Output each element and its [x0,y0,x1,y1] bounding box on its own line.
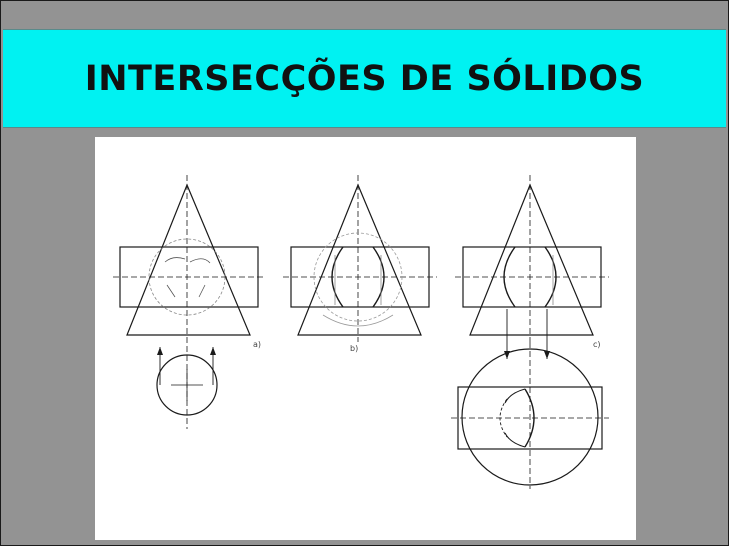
figure-b-right-intersection-curve [372,246,385,308]
figure-c-label: c) [593,340,601,349]
slide-title: INTERSECÇÕES DE SÓLIDOS [84,58,645,99]
figure-c-right-intersection-curve [544,246,557,308]
figure-b-left-intersection-curve [331,246,344,308]
figure-b-cone [297,183,422,336]
figure-b-label: b) [350,344,358,353]
figure-c-left-intersection-curve [503,246,516,308]
figure-c-top-view-circle [461,348,599,486]
figure-labels: a) b) c) [253,340,601,353]
title-bar: INTERSECÇÕES DE SÓLIDOS [3,29,726,128]
figure-a-top-view-circle [156,354,218,416]
technical-drawing: a) b) c) [95,137,636,540]
figure-a-group [113,175,265,429]
figure-a-cone [126,183,251,336]
figure-b-group [283,175,437,342]
figure-a-label: a) [253,340,261,349]
intersection-drawing-svg: a) b) c) [113,175,609,489]
figure-c-group [451,175,609,489]
figure-c-cone [469,183,594,336]
